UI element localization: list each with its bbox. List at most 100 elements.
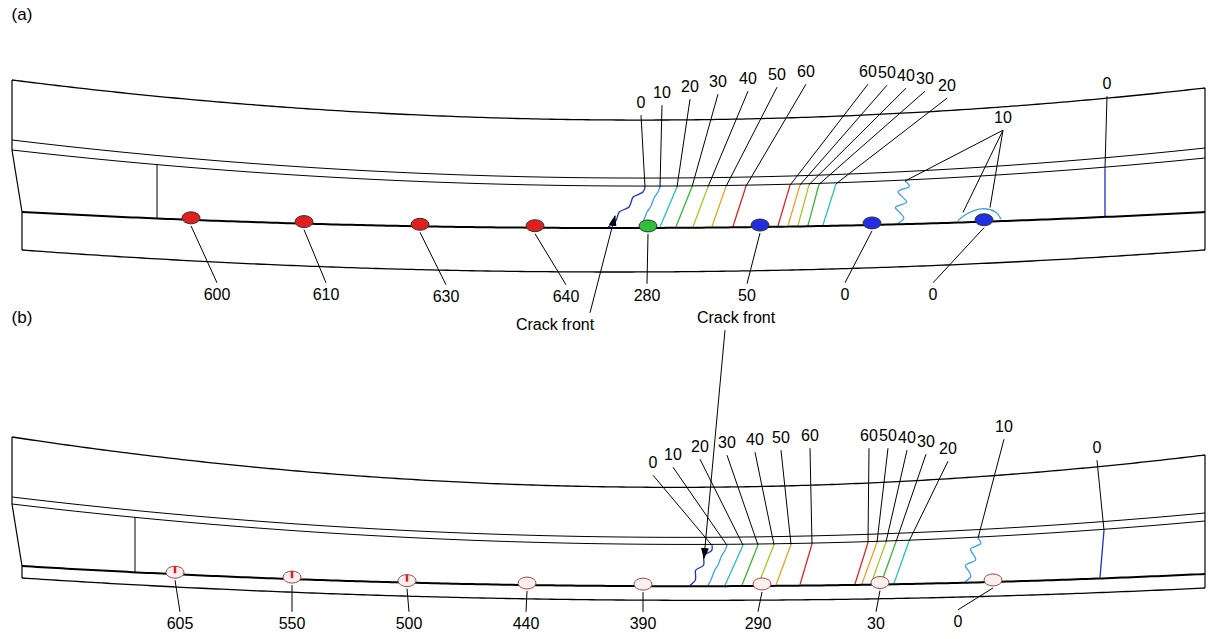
measured-value: 610 (313, 286, 340, 304)
contour-line (895, 181, 909, 223)
pointer-arrow (590, 216, 615, 313)
leader-line (978, 439, 1004, 538)
measured-value: 550 (279, 615, 306, 633)
contour-value: 50 (879, 427, 897, 445)
contour-value: 50 (768, 66, 786, 84)
measured-value: 605 (167, 615, 194, 633)
leader-line (526, 591, 527, 612)
contour-line (855, 543, 868, 584)
leader-line (809, 88, 906, 184)
gauge-dot (518, 577, 536, 589)
gauge-dot (411, 218, 429, 230)
leader-line (726, 87, 777, 186)
measured-value: 0 (954, 613, 963, 631)
leader-line (836, 98, 947, 184)
contour-value: 40 (898, 429, 916, 447)
contour-line (808, 184, 819, 225)
contour-line (660, 187, 677, 227)
contour-lines (608, 168, 1105, 227)
contour-value: 40 (746, 431, 764, 449)
measured-value: 500 (396, 615, 423, 633)
leader-line (933, 228, 984, 283)
contour-value: 20 (938, 77, 956, 95)
leader-line (643, 592, 644, 612)
contour-line (823, 184, 836, 225)
leader-line (905, 130, 1003, 181)
gauge-dot (166, 566, 184, 578)
panel-label: (a) (12, 5, 33, 25)
leader-line (896, 454, 926, 541)
contour-line (788, 185, 800, 226)
gauge-points (182, 212, 993, 232)
beam-edge (12, 437, 1205, 487)
contour-value: 0 (1093, 439, 1102, 457)
measured-value: 390 (630, 615, 657, 633)
leader-line (810, 448, 812, 544)
contour-line (708, 545, 727, 585)
leader-line (304, 230, 326, 283)
measured-value: 0 (929, 286, 938, 304)
section-line (135, 517, 136, 572)
contour-line (1100, 530, 1104, 577)
contour-line (676, 187, 692, 227)
panel-label: (b) (12, 308, 33, 328)
gauge-dot (283, 571, 301, 583)
gauge-dot (182, 212, 200, 224)
leader-line (990, 130, 1003, 207)
leader-line (781, 450, 791, 544)
contour-line (742, 545, 758, 585)
contour-value: 10 (653, 84, 671, 102)
contour-value: 30 (709, 73, 727, 91)
gauge-dot (639, 220, 657, 232)
gauge-mark (291, 571, 294, 578)
leader-line (747, 233, 760, 284)
measured-value: 630 (433, 288, 460, 306)
leader-line (1105, 96, 1107, 168)
contour-value: 10 (994, 109, 1012, 127)
contour-value: 60 (860, 427, 878, 445)
beam-end (1204, 88, 1205, 250)
leader-line (292, 585, 293, 612)
contour-line (776, 545, 791, 585)
leader-line (758, 592, 762, 612)
gauge-dot (398, 575, 416, 587)
gauge-points (166, 566, 1002, 590)
beam-edge (22, 566, 1205, 586)
section-line (157, 165, 158, 219)
contour-value: 40 (897, 67, 915, 85)
contour-line (733, 186, 746, 226)
leader-line (175, 580, 180, 612)
leader-line (790, 84, 868, 185)
contour-line (690, 545, 712, 585)
measured-value: 50 (738, 287, 756, 305)
contour-value: 60 (859, 63, 877, 81)
measured-value: 280 (634, 287, 661, 305)
leader-line (886, 450, 907, 542)
leader-line (708, 91, 748, 187)
leader-line (958, 588, 993, 610)
leader-line (660, 105, 662, 187)
leader-line (746, 84, 806, 186)
contour-value: 10 (995, 418, 1013, 436)
leader-line (727, 455, 758, 545)
gauge-dot (295, 216, 313, 228)
leader-line (877, 448, 888, 542)
contour-value: 30 (718, 434, 736, 452)
beam-edge (12, 150, 1205, 186)
contour-value: 60 (801, 427, 819, 445)
contour-line (798, 185, 809, 226)
leader-line (535, 234, 566, 285)
contour-value: 30 (917, 433, 935, 451)
leader-line (700, 459, 743, 545)
contour-value: 50 (772, 429, 790, 447)
gauge-dot (753, 578, 771, 590)
measured-value: 440 (513, 615, 540, 633)
measured-value: 290 (745, 615, 772, 633)
leader-line (673, 467, 727, 545)
measured-value: 30 (867, 615, 885, 633)
leader-line (641, 115, 645, 187)
contour-value: 50 (878, 64, 896, 82)
leader-line (420, 232, 446, 285)
